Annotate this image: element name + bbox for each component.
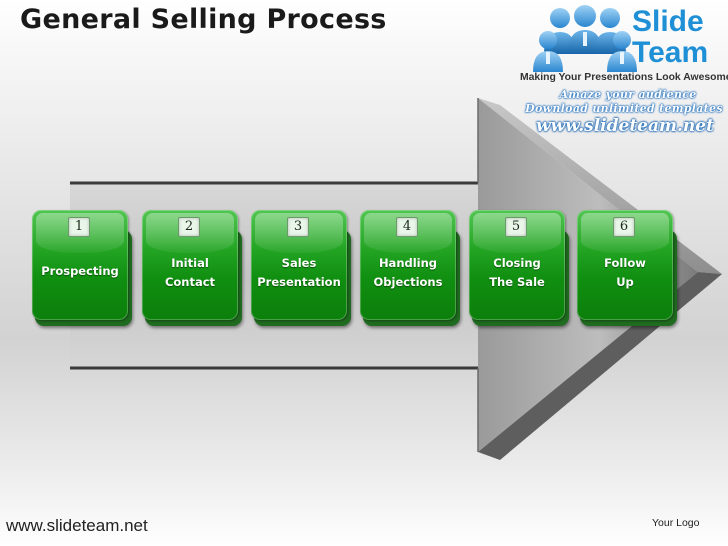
step-label: Closing The Sale xyxy=(489,256,545,289)
step-label: Prospecting xyxy=(41,264,119,278)
brand-block: Slide Team Making Your Presentations Loo… xyxy=(520,2,728,142)
step-number-badge: 3 xyxy=(287,217,309,237)
step-label: Sales Presentation xyxy=(257,256,341,289)
step-number-badge: 6 xyxy=(613,217,635,237)
brand-url[interactable]: www.slideteam.net xyxy=(536,116,714,136)
brand-name-line2: Team xyxy=(632,36,709,69)
brand-tagline: Making Your Presentations Look Awesome xyxy=(520,72,728,83)
step-number-badge: 5 xyxy=(505,217,527,237)
brand-name: Slide Team xyxy=(632,6,708,68)
slide-title: General Selling Process xyxy=(20,4,387,35)
footer-url[interactable]: www.slideteam.net xyxy=(6,516,148,535)
brand-download-text: Download unlimited templates xyxy=(525,102,723,115)
step-label: Initial Contact xyxy=(164,256,216,289)
brand-name-line1: Slide xyxy=(632,5,704,38)
people-icon xyxy=(533,5,637,72)
step-label: Handling Objections xyxy=(373,256,443,289)
footer-logo-text: Your Logo xyxy=(652,517,700,529)
step-number-badge: 2 xyxy=(178,217,200,237)
step-label: Follow Up xyxy=(604,256,646,289)
brand-amaze-text: Amaze your audience xyxy=(559,88,697,101)
step-number-badge: 4 xyxy=(396,217,418,237)
step-number-badge: 1 xyxy=(68,217,90,237)
